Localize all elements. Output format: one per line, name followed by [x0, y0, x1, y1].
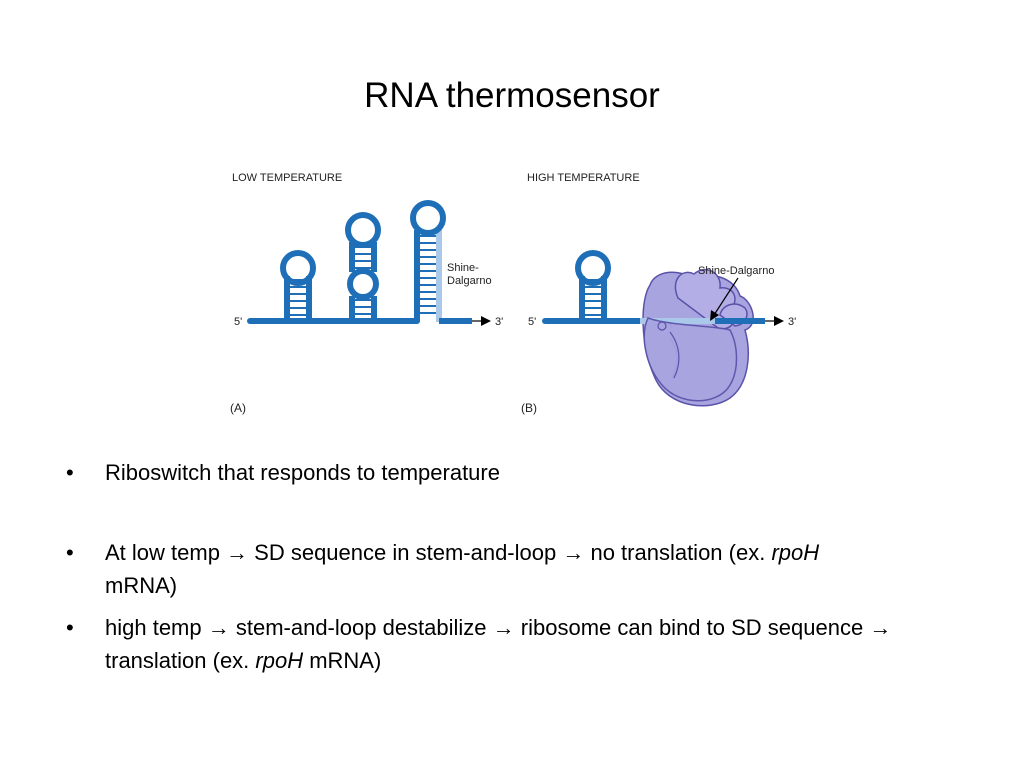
bullet-marker: •	[66, 540, 74, 565]
panel-a-sd-label-line2: Dalgarno	[447, 275, 492, 287]
panel-b-tag: (B)	[521, 401, 537, 415]
right-arrow-icon: →	[869, 615, 892, 640]
panel-b-header: HIGH TEMPERATURE	[527, 172, 640, 184]
panel-a-header: LOW TEMPERATURE	[232, 172, 342, 184]
bullet-3-part4: translation (ex.	[105, 648, 256, 673]
panel-a-sd-label-line1: Shine-	[447, 262, 479, 274]
hairpin-b1	[575, 250, 611, 322]
bullet-2-part4: mRNA)	[105, 573, 178, 598]
strand-b-arrowhead	[774, 316, 784, 326]
gene-name: rpoH	[255, 648, 304, 673]
panel-low-temperature: LOW TEMPERATURE	[230, 172, 503, 415]
bullet-list: • Riboswitch that responds to temperatur…	[64, 456, 964, 677]
bullet-3-part5: mRNA)	[303, 648, 382, 673]
right-arrow-icon: →	[562, 540, 585, 565]
bullet-marker: •	[66, 460, 74, 485]
panel-high-temperature: HIGH TEMPERATURE	[521, 172, 796, 415]
hairpin-a1	[280, 250, 316, 322]
bullet-3-part3: ribosome can bind to SD sequence	[514, 615, 870, 640]
panel-a-tag: (A)	[230, 401, 246, 415]
hairpin-a3-sd-stem	[410, 200, 446, 322]
slide-title: RNA thermosensor	[364, 76, 660, 115]
panel-b-end5: 5'	[528, 316, 536, 328]
bullet-2-part2: SD sequence in stem-and-loop	[248, 540, 563, 565]
bullet-low-temp: • At low temp → SD sequence in stem-and-…	[64, 536, 964, 602]
gene-name: rpoH	[771, 540, 820, 565]
rna-thermosensor-diagram: LOW TEMPERATURE	[230, 172, 796, 415]
right-arrow-icon: →	[226, 540, 249, 565]
right-arrow-icon: →	[207, 615, 230, 640]
bullet-3-part1: high temp	[105, 615, 208, 640]
panel-a-end5: 5'	[234, 316, 242, 328]
bullet-3-part2: stem-and-loop destabilize	[229, 615, 493, 640]
panel-b-sd-label: Shine-Dalgarno	[698, 265, 774, 277]
hairpin-a2	[345, 212, 381, 322]
bullet-1-text: Riboswitch that responds to temperature	[105, 460, 500, 485]
bullet-marker: •	[66, 615, 74, 640]
bullet-2-part3: no translation (ex.	[584, 540, 772, 565]
right-arrow-icon: →	[492, 615, 515, 640]
panel-b-end3: 3'	[788, 316, 796, 328]
ribosome-front-lobe	[643, 317, 738, 402]
bullet-high-temp: • high temp → stem-and-loop destabilize …	[64, 611, 964, 677]
sd-callout-arrow	[713, 277, 739, 316]
strand-a-arrowhead	[481, 316, 491, 326]
bullet-riboswitch: • Riboswitch that responds to temperatur…	[64, 456, 964, 489]
panel-a-end3: 3'	[495, 316, 503, 328]
bullet-2-part1: At low temp	[105, 540, 227, 565]
